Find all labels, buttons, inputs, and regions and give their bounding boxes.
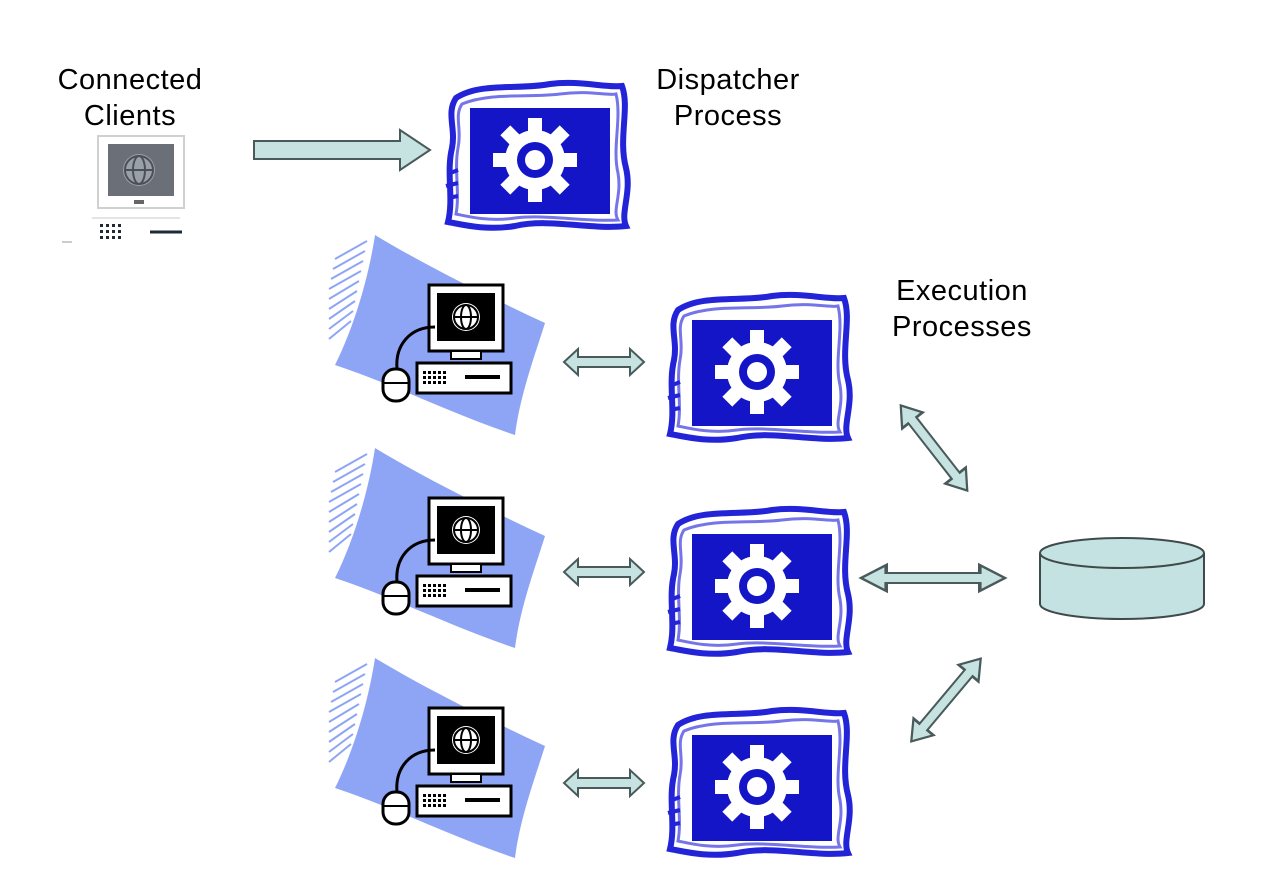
client-workstation-icon-2 [327, 446, 547, 650]
execution-process-icon-3 [668, 710, 850, 855]
client-execution-arrow-2 [563, 558, 645, 586]
dispatcher-process-label-line-1: Dispatcher [656, 64, 800, 96]
client-execution-arrow-1 [563, 348, 645, 376]
client-workstation-icon-1 [327, 233, 547, 437]
client-to-dispatcher-arrow [253, 128, 432, 172]
execution-processes-label-line-2: Processes [892, 311, 1032, 343]
dispatcher-process-label-line-2: Process [673, 100, 783, 132]
execution-processes-label: Execution Processes [862, 273, 1062, 345]
connected-clients-label-line-2: Clients [83, 100, 177, 132]
dispatcher-process-icon [446, 83, 628, 228]
execution-database-arrow-3 [900, 649, 992, 751]
connected-client-computer-icon [62, 135, 188, 244]
execution-processes-label-line-1: Execution [896, 275, 1028, 307]
connected-clients-label-line-1: Connected [57, 64, 203, 96]
execution-database-arrow-2 [859, 563, 1007, 593]
database-cylinder-icon [1039, 537, 1205, 620]
execution-database-arrow-1 [889, 396, 979, 500]
client-execution-arrow-3 [563, 769, 645, 797]
execution-process-icon-1 [668, 295, 850, 440]
connected-clients-label: Connected Clients [40, 62, 220, 134]
client-workstation-icon-3 [327, 656, 547, 860]
dispatcher-process-label: Dispatcher Process [628, 62, 828, 134]
execution-process-icon-2 [668, 509, 850, 654]
